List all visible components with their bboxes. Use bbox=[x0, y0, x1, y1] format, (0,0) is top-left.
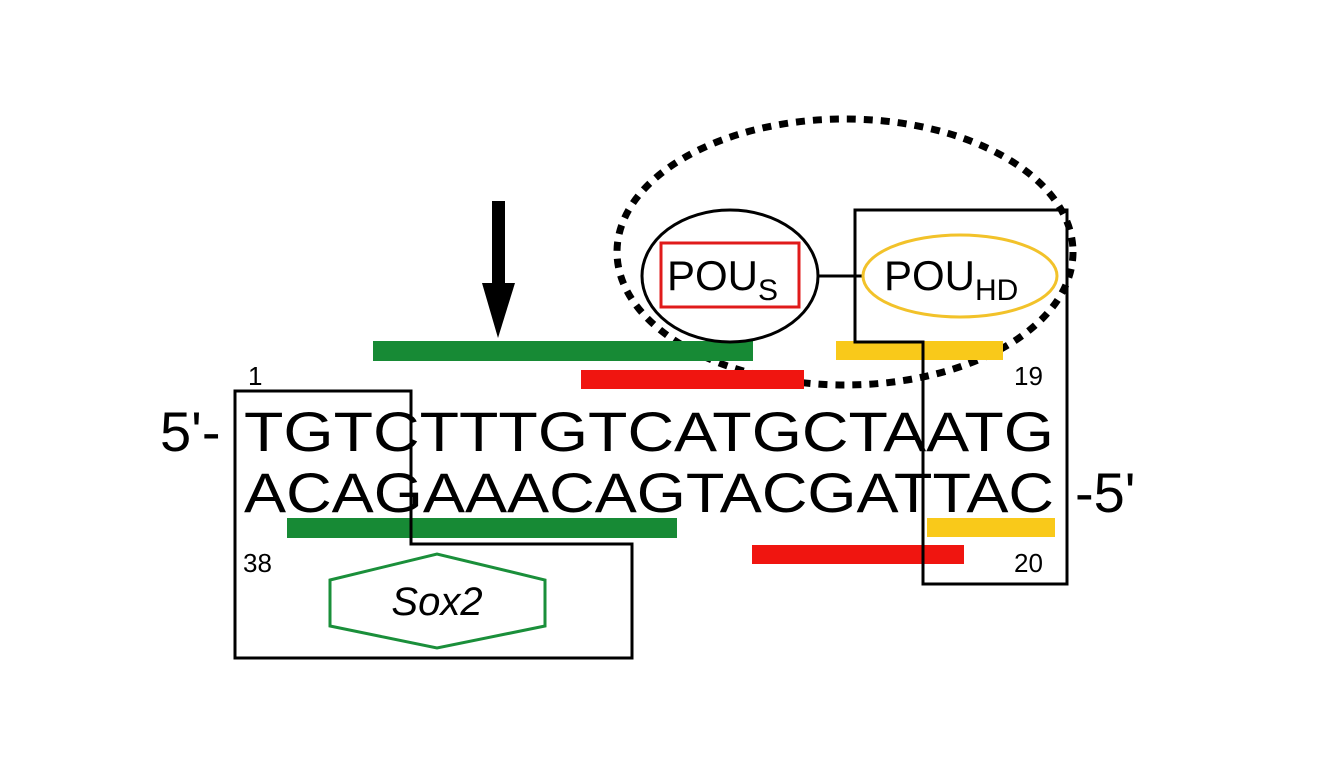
pouhd-binding-box bbox=[853, 208, 1069, 586]
sox2-label: Sox2 bbox=[391, 580, 482, 624]
yellow-bar-bottom bbox=[927, 518, 1055, 537]
top-strand-prefix: 5'- bbox=[160, 400, 220, 463]
yellow-bar-top bbox=[836, 341, 1003, 360]
pous-label-box bbox=[659, 241, 801, 309]
pous-label-sub: S bbox=[758, 274, 778, 307]
position-top-start: 1 bbox=[248, 361, 262, 391]
top-strand-sequence: TGTCTTTGTCATGCTAATG bbox=[244, 400, 1054, 463]
position-bottom-end: 20 bbox=[1014, 548, 1043, 578]
green-bar-top bbox=[373, 341, 753, 361]
pous-label-main: POU bbox=[667, 252, 758, 299]
pous-label: POUS bbox=[667, 252, 778, 307]
pou-factor-dotted-ellipse bbox=[613, 115, 1077, 389]
pouhd-domain-ellipse bbox=[861, 233, 1059, 319]
sox2-binding-box bbox=[233, 389, 634, 660]
pouhd-label-sub: HD bbox=[975, 274, 1018, 307]
down-arrow-icon bbox=[482, 283, 515, 338]
bottom-strand-sequence: ACAGAAACAGTACGATTAC bbox=[244, 461, 1054, 524]
arrow-shaft bbox=[492, 201, 505, 291]
pouhd-label-main: POU bbox=[884, 252, 975, 299]
red-bar-bottom bbox=[752, 545, 964, 564]
green-bar-bottom bbox=[287, 518, 677, 538]
bottom-strand-suffix: -5' bbox=[1075, 461, 1135, 524]
pouhd-label: POUHD bbox=[884, 252, 1018, 307]
red-bar-top bbox=[581, 370, 804, 389]
sox2-hexagon bbox=[328, 552, 547, 650]
position-bottom-start: 38 bbox=[243, 548, 272, 578]
position-top-end: 19 bbox=[1014, 361, 1043, 391]
